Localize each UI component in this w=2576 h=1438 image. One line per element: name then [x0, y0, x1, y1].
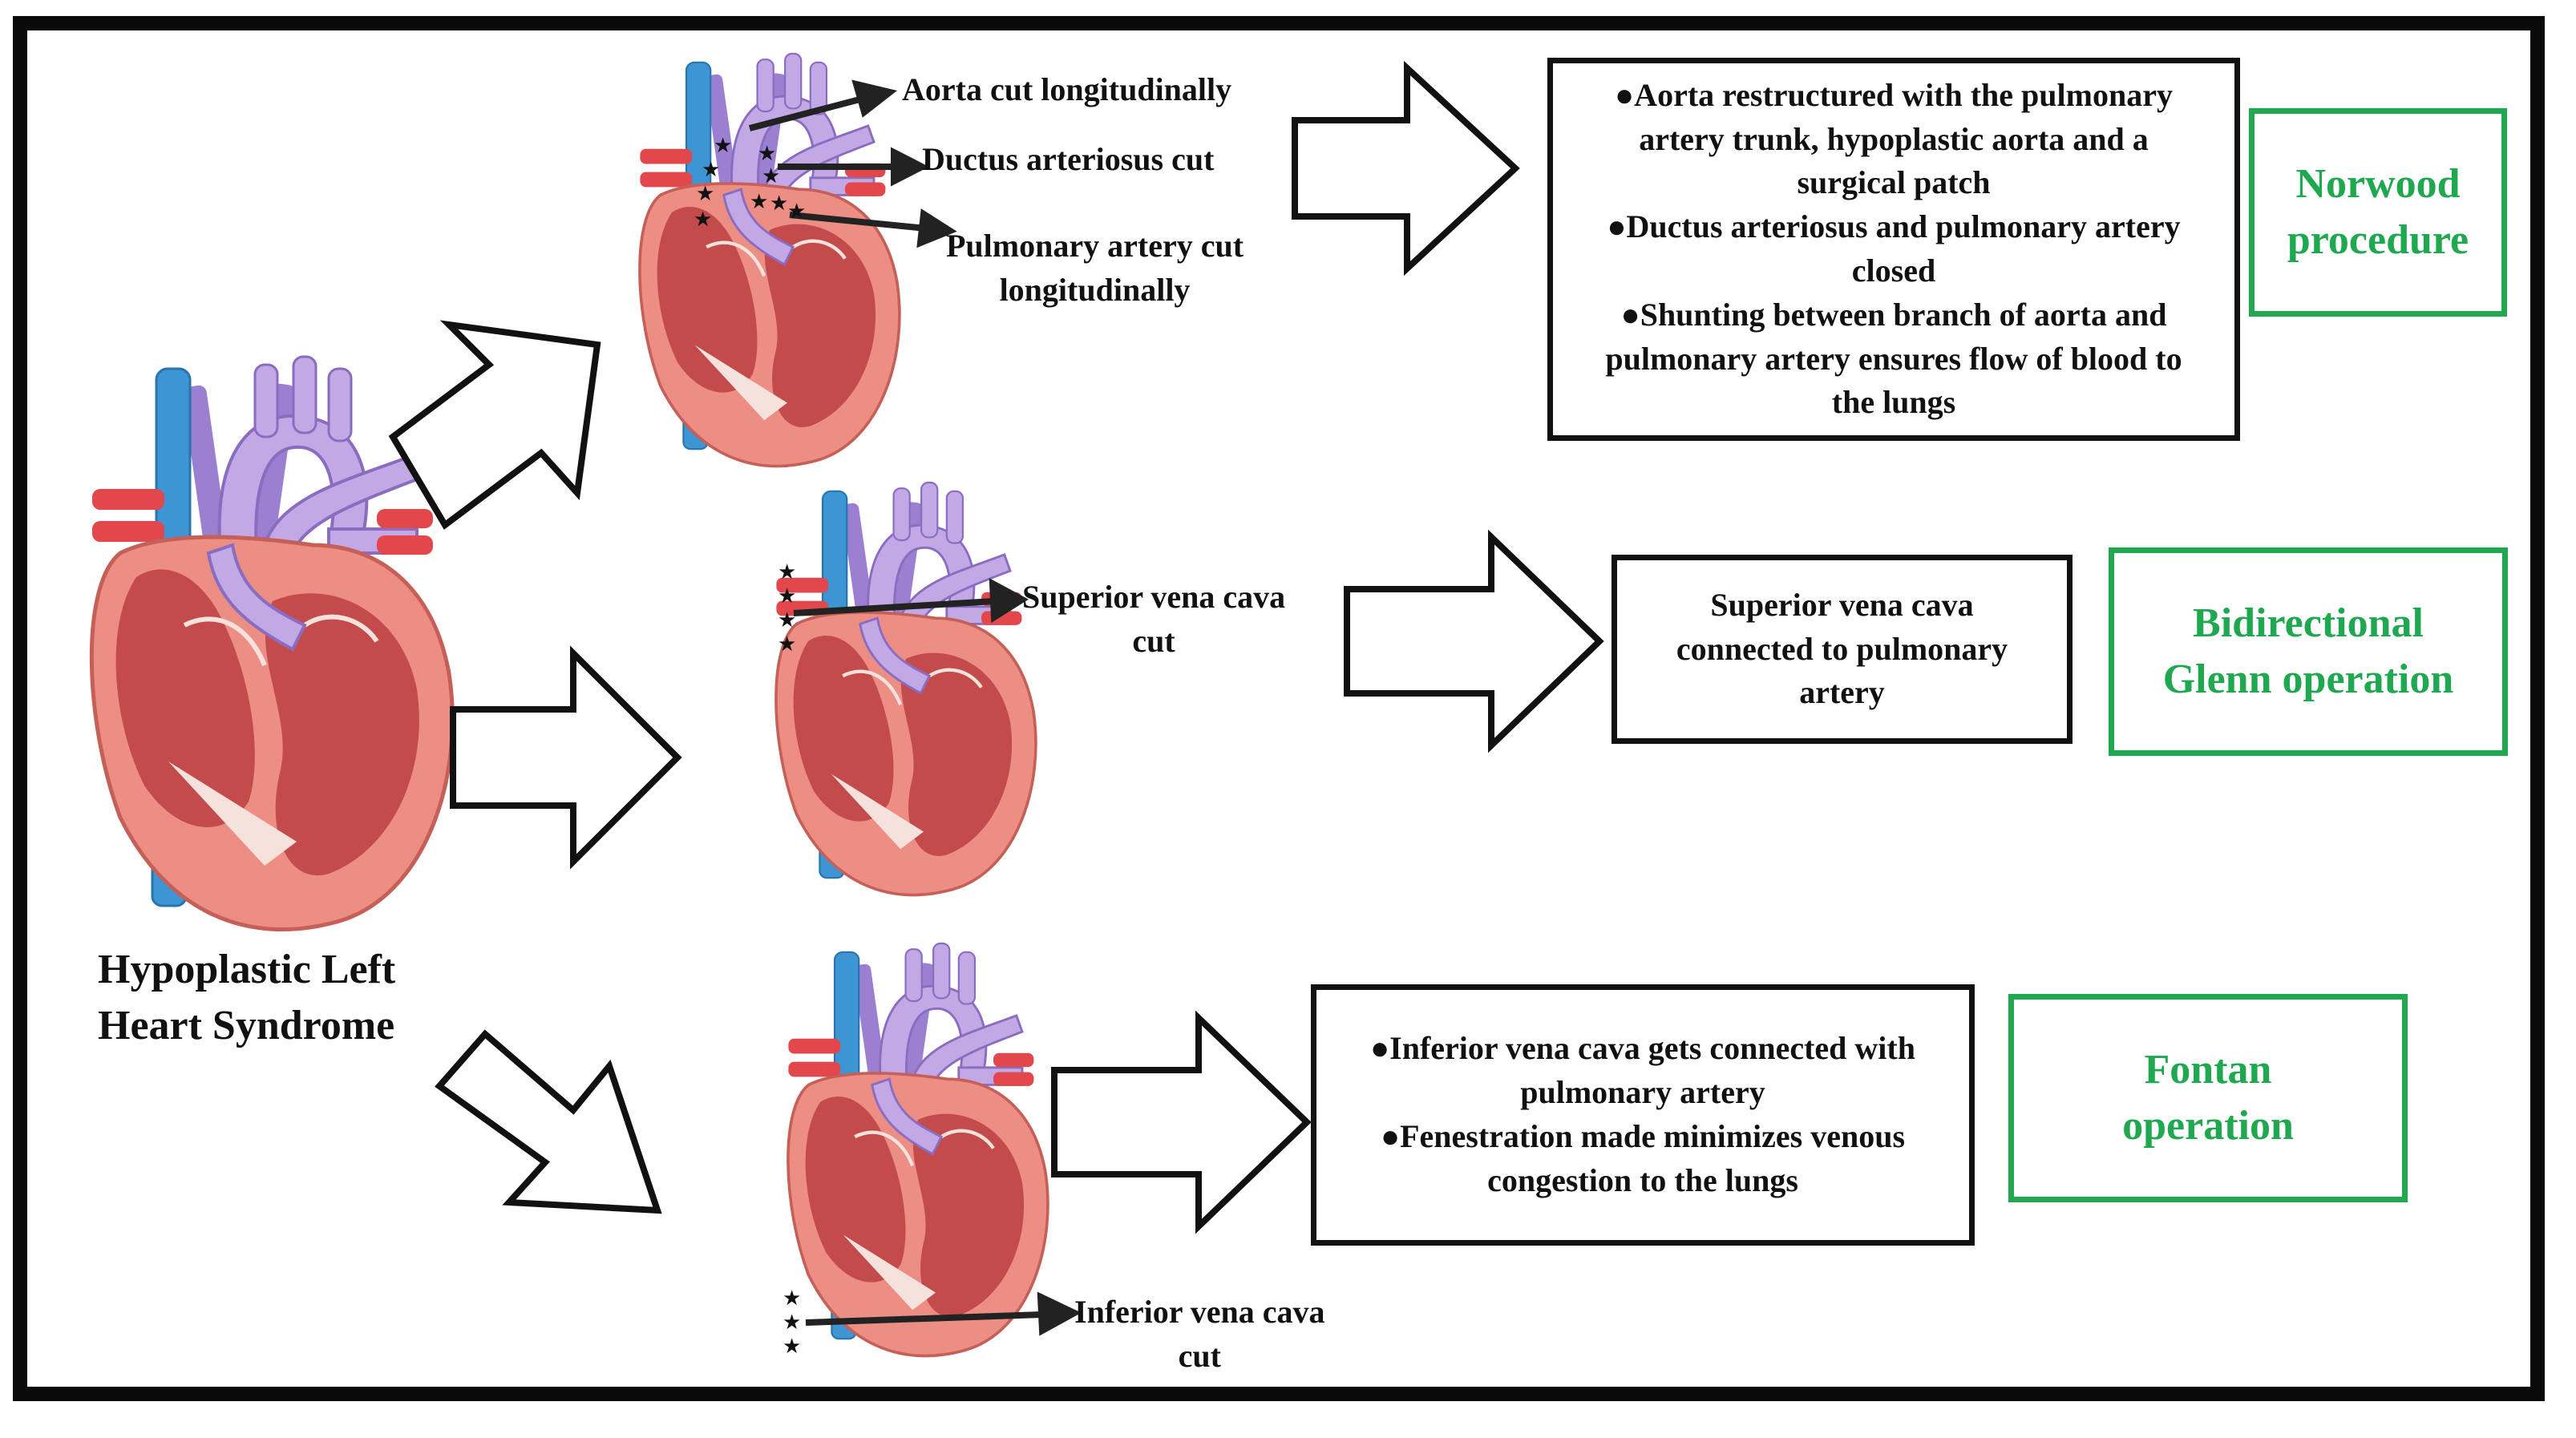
fontan-desc-line4: congestion to the lungs [1487, 1161, 1798, 1198]
glenn-desc-line3: artery [1799, 674, 1885, 711]
fontan-name-line2: operation [2122, 1103, 2294, 1149]
label-ductus-cut: Ductus arteriosus cut [922, 141, 1215, 177]
fontan-desc-line2: pulmonary artery [1520, 1074, 1765, 1111]
main-condition-label: Hypoplastic Left Heart Syndrome [98, 942, 395, 1054]
norwood-heart-illustration [640, 54, 900, 466]
glenn-desc-line1: Superior vena cava [1710, 586, 1974, 623]
norwood-desc-line3: surgical patch [1797, 164, 1991, 201]
arrow-to-glenn [450, 645, 682, 870]
label-svc-cut-line1: Superior vena cava [1022, 579, 1286, 615]
cut-marker-aorta-2: ★ [702, 158, 720, 182]
norwood-desc-line1: ●Aorta restructured with the pulmonary [1615, 76, 2173, 113]
label-ivc-cut-line1: Inferior vena cava [1074, 1294, 1325, 1330]
norwood-name-line2: procedure [2287, 217, 2469, 263]
cut-marker-ivc-2: ★ [783, 1311, 801, 1335]
label-svc-cut: Superior vena cava cut [1022, 576, 1285, 664]
cut-marker-pa-1: ★ [750, 190, 768, 214]
fontan-procedure-name: Fontan operation [2008, 994, 2408, 1202]
cut-marker-ductus-1: ★ [758, 142, 776, 166]
arrow-to-norwood [388, 320, 601, 530]
arrow-to-fontan [435, 1029, 662, 1214]
label-aorta-cut: Aorta cut longitudinally [902, 71, 1232, 107]
pointer-pulmonary [789, 212, 927, 232]
norwood-desc-line2: artery trunk, hypoplastic aorta and a [1639, 120, 2149, 157]
pointer-aorta [748, 95, 867, 131]
label-ivc-cut: Inferior vena cava cut [1074, 1291, 1325, 1379]
norwood-desc-line7: pulmonary artery ensures flow of blood t… [1605, 340, 2182, 377]
main-label-line1: Hypoplastic Left [98, 947, 396, 992]
cut-marker-pa-3: ★ [787, 200, 806, 224]
glenn-desc-line2: connected to pulmonary [1676, 630, 2008, 667]
arrow-norwood-description [1292, 60, 1520, 277]
cut-marker-svc-4: ★ [778, 632, 796, 656]
cut-marker-aorta-3: ★ [696, 182, 714, 206]
fontan-description-box: ●Inferior vena cava gets connected with … [1311, 984, 1975, 1246]
label-pulmonary-cut-line1: Pulmonary artery cut [946, 228, 1244, 264]
fontan-desc-line1: ●Inferior vena cava gets connected with [1370, 1030, 1915, 1067]
label-pulmonary-cut-line2: longitudinally [999, 271, 1191, 308]
cut-marker-ductus-2: ★ [762, 164, 780, 188]
glenn-name-line1: Bidirectional [2193, 600, 2424, 646]
norwood-desc-line4: ●Ductus arteriosus and pulmonary artery [1607, 208, 2181, 245]
cut-marker-aorta-4: ★ [694, 208, 712, 232]
norwood-desc-line6: ●Shunting between branch of aorta and [1620, 296, 2167, 333]
cut-marker-svc-1: ★ [778, 560, 796, 584]
glenn-description-box: Superior vena cava connected to pulmonar… [1612, 555, 2073, 744]
fontan-name-line1: Fontan [2144, 1046, 2272, 1093]
fontan-heart-illustration [788, 943, 1048, 1355]
main-label-line2: Heart Syndrome [98, 1003, 395, 1049]
cut-marker-pa-2: ★ [770, 192, 788, 216]
norwood-description-box: ●Aorta restructured with the pulmonary a… [1547, 58, 2240, 441]
norwood-desc-line5: closed [1851, 252, 1936, 289]
label-svc-cut-line2: cut [1132, 622, 1175, 659]
pointer-svc [793, 598, 995, 616]
cut-marker-ivc-1: ★ [783, 1287, 801, 1311]
pointer-ivc [805, 1311, 1043, 1326]
fontan-desc-line3: ●Fenestration made minimizes venous [1380, 1118, 1906, 1154]
norwood-name-line1: Norwood [2295, 160, 2461, 207]
arrow-fontan-description [1051, 1010, 1312, 1234]
glenn-procedure-name: Bidirectional Glenn operation [2109, 547, 2508, 756]
cut-marker-svc-2: ★ [778, 584, 796, 608]
cut-marker-aorta-1: ★ [714, 134, 732, 158]
label-ivc-cut-line2: cut [1178, 1337, 1221, 1374]
norwood-procedure-name: Norwood procedure [2249, 108, 2507, 317]
norwood-desc-line8: the lungs [1831, 384, 1956, 421]
glenn-heart-illustration [776, 483, 1036, 895]
cut-marker-ivc-3: ★ [783, 1335, 801, 1359]
arrow-glenn-description [1344, 529, 1604, 753]
glenn-name-line2: Glenn operation [2162, 656, 2454, 702]
cut-marker-svc-3: ★ [778, 608, 796, 632]
label-pulmonary-cut: Pulmonary artery cut longitudinally [946, 224, 1244, 313]
